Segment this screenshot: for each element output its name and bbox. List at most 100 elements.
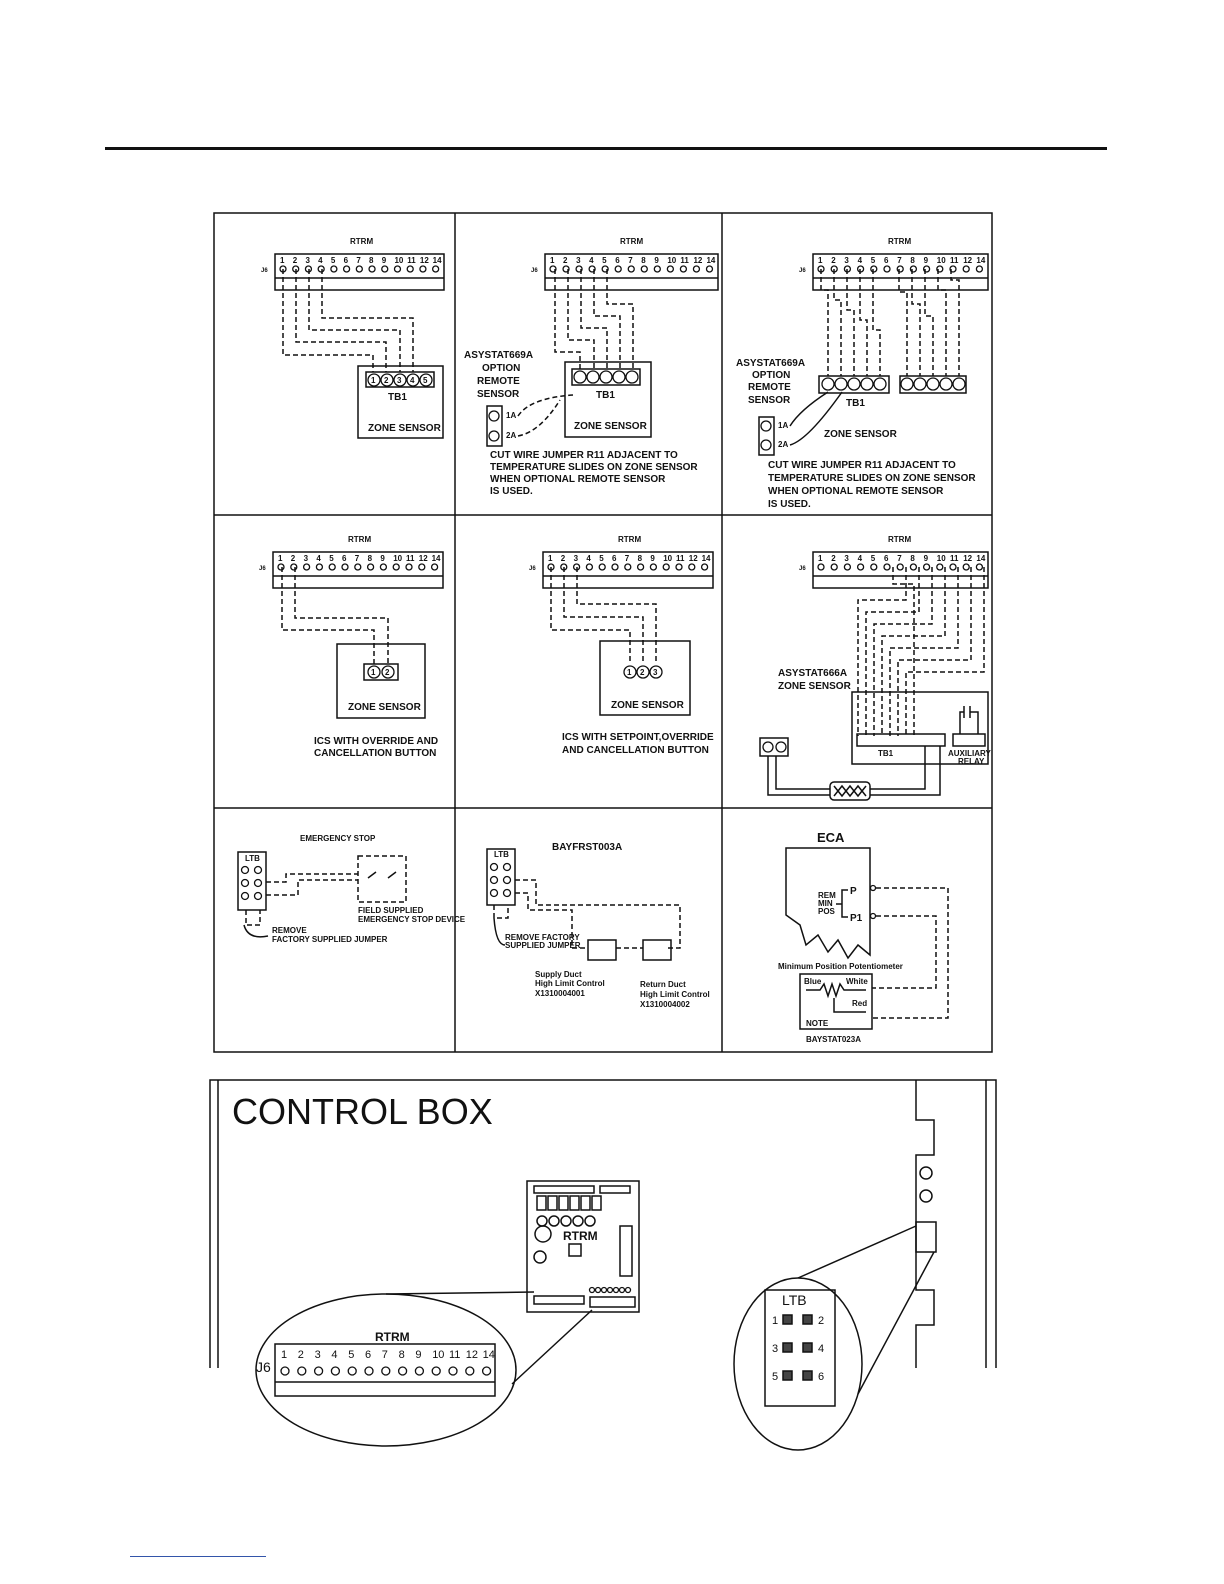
pin-number: 14 [976, 256, 985, 265]
wire [905, 567, 985, 736]
pin-number: 10 [667, 256, 676, 265]
zoom-pin-terminal [364, 1366, 374, 1376]
p-terminal [869, 884, 877, 892]
top-rule [105, 147, 1107, 150]
wire [820, 269, 829, 376]
return-label: X1310004002 [640, 1000, 690, 1009]
return-label: High Limit Control [640, 990, 710, 999]
zoom-pin-number: 12 [466, 1349, 478, 1361]
j6-label: J6 [799, 566, 806, 572]
pin-terminal [342, 265, 351, 273]
pin-terminal [418, 563, 426, 571]
sensor-terminal [900, 377, 914, 391]
ltb-terminal [240, 878, 250, 888]
zone-sensor-label: ZONE SENSOR [368, 423, 442, 434]
screw-terminal [762, 741, 774, 753]
pin-number: 7 [897, 554, 902, 563]
wire [833, 269, 842, 376]
rtrm-label: RTRM [888, 535, 911, 544]
zone-sensor-label: ZONE SENSOR [824, 429, 898, 440]
pin-terminal [870, 265, 878, 273]
remove-label: SUPPLIED JUMPER [505, 941, 581, 950]
board-rtrm-label: RTRM [563, 1229, 598, 1243]
ltb-terminal [489, 875, 499, 885]
pin-number: 14 [976, 554, 985, 563]
pin-terminal [405, 563, 413, 571]
sensor-terminal [860, 377, 874, 391]
zoom-pin-terminal [297, 1366, 307, 1376]
model-label: ZONE SENSOR [778, 681, 852, 692]
wire [865, 567, 920, 736]
wire [857, 567, 907, 736]
return-duct-control [642, 939, 672, 961]
model-label: ASYSTAT666A [778, 668, 847, 679]
pin-terminal [962, 563, 970, 571]
wire [266, 879, 358, 896]
remote-terminal-block [759, 737, 789, 757]
pin-terminal [406, 265, 414, 273]
aux-relay-strip [952, 733, 986, 747]
ltb-pin-number: 6 [818, 1371, 824, 1383]
field-device-box [357, 855, 407, 903]
pos-label: POS [818, 907, 836, 916]
zoom-pin-number: 14 [483, 1349, 495, 1361]
pin-number: 11 [680, 256, 689, 265]
grid-outer [213, 212, 993, 1053]
relay-contact [959, 706, 979, 734]
wire [889, 567, 959, 736]
tb-block [363, 663, 399, 681]
board-header [533, 1185, 595, 1194]
pin-number: 8 [369, 256, 374, 265]
ltb-pin-number: 2 [818, 1315, 824, 1327]
wiper [833, 998, 866, 1013]
pin-terminal [366, 563, 375, 571]
sensor-terminal [873, 377, 887, 391]
screw-terminal [775, 741, 787, 753]
leader [493, 917, 506, 946]
wire [281, 567, 375, 664]
board-components [533, 1185, 636, 1308]
white-label: White [846, 977, 868, 986]
panel-9-eca: ECA REM MIN POS P P1 Minimum Position Po… [778, 830, 949, 1044]
pin-number: 11 [676, 554, 685, 563]
screw-terminal [488, 410, 500, 422]
pin-number: 1 [818, 256, 823, 265]
wire [308, 269, 401, 372]
wire [593, 269, 621, 372]
zoom-pin-terminal [330, 1366, 341, 1376]
pin-number: 7 [625, 554, 630, 563]
board-j6-connector [589, 1296, 636, 1308]
supply-duct-control [587, 939, 617, 961]
rtrm-label: RTRM [350, 237, 373, 246]
pin-number: 3 [844, 554, 849, 563]
remove-label: REMOVE FACTORY [505, 933, 580, 942]
screw-terminal [760, 420, 772, 432]
board-led [584, 1215, 596, 1227]
board-side-connector [619, 1225, 633, 1277]
pin-terminal [896, 563, 904, 571]
zoom-pin-terminal [381, 1366, 391, 1376]
pin-terminal [705, 265, 714, 273]
zoom-pin-terminal [414, 1366, 425, 1376]
supply-label: High Limit Control [535, 979, 605, 988]
ltb-terminal-square [802, 1342, 813, 1353]
terminal-strip [544, 253, 719, 291]
terminal-strip [272, 551, 444, 589]
pin-number: 2 [293, 256, 298, 265]
wire [859, 269, 868, 376]
ltb-terminal [253, 878, 263, 888]
pin-number: 14 [433, 256, 442, 265]
ltb-terminal [489, 888, 499, 898]
mounting-hole [919, 1189, 933, 1203]
pin-terminal [419, 265, 427, 273]
sensor-terminal [649, 665, 663, 679]
ltb-pin-number: 4 [818, 1343, 824, 1355]
pin-terminal [688, 563, 696, 571]
ltb-label: LTB [494, 850, 509, 859]
ltb-terminal [253, 891, 263, 901]
wire [873, 567, 933, 736]
note-line: WHEN OPTIONAL REMOTE SENSOR [768, 486, 944, 497]
